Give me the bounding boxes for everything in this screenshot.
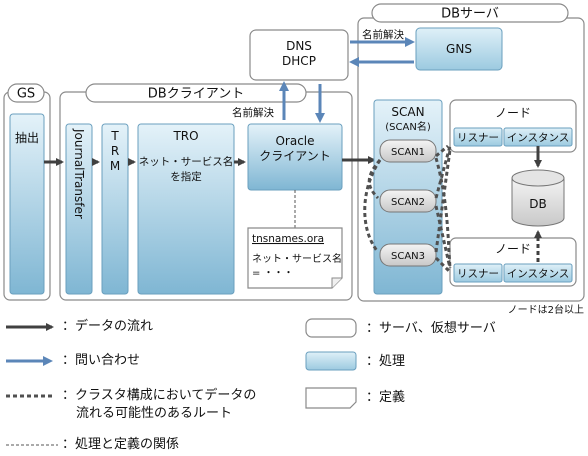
scan-item-2: SCAN2 (391, 197, 425, 208)
gns-box: GNS (415, 27, 503, 71)
gns-label: GNS (446, 42, 472, 56)
scan-item-1: SCAN1 (391, 147, 425, 158)
node-1-title: ノード (495, 106, 531, 120)
scan-subtitle: (SCAN名) (385, 120, 431, 133)
dhcp-label: DHCP (282, 54, 316, 68)
node-2-instance: インスタンス (507, 268, 570, 280)
tro-line1: ネット・サービス名 (139, 155, 234, 168)
trm-letter-3: M (110, 159, 120, 173)
oracle-line2: クライアント (259, 149, 331, 163)
legend-relation-label: ：処理と定義の関係 (62, 437, 180, 452)
db-server-title: DBサーバ (441, 7, 499, 22)
data-flow-arrows-client (44, 156, 376, 166)
trm-letter-1: T (110, 129, 119, 143)
legend-process-label: ：処理 (366, 354, 406, 369)
tro-title: TRO (172, 129, 198, 143)
legend-definition-label: ：定義 (366, 390, 406, 405)
query-arrows-oracle-dns (279, 81, 325, 123)
dns-label: DNS (286, 39, 312, 53)
legend-route-label-1: ：クラスタ構成においてデータの (62, 388, 257, 403)
gs-container: GS 抽出 (3, 83, 51, 301)
oracle-client-box: Oracle クライアント (247, 123, 343, 191)
legend-query-label: ：問い合わせ (62, 353, 141, 368)
legend-data-flow-label: ：データの流れ (62, 319, 154, 334)
oracle-line1: Oracle (275, 134, 314, 148)
tnsnames-title: tnsnames.ora (252, 233, 324, 245)
db-client-title: DBクライアント (148, 87, 244, 102)
db-cylinder: DB (511, 169, 565, 227)
db-label: DB (529, 197, 546, 211)
extract-label: 抽出 (15, 131, 39, 145)
query-label-top: 名前解決 (362, 28, 404, 41)
node-count-note: ノードは2台以上 (508, 303, 584, 316)
trm-letter-2: R (111, 144, 119, 158)
node-1: ノード リスナー インスタンス (449, 99, 577, 153)
tnsnames-line1: ネット・サービス名 (252, 252, 342, 265)
scan-title: SCAN (391, 105, 424, 119)
tro-box: TRO ネット・サービス名 を指定 (137, 123, 235, 295)
node-2-title: ノード (495, 242, 531, 256)
query-label-mid: 名前解決 (232, 106, 274, 119)
legend-server-label: ：サーバ、仮想サーバ (366, 321, 496, 336)
legend-server-symbol (305, 318, 357, 338)
legend-route-label-2: 流れる可能性のあるルート (76, 406, 233, 421)
node-2-listener: リスナー (457, 268, 499, 280)
gs-title: GS (17, 87, 35, 102)
scan-box: SCAN (SCAN名) SCAN1 SCAN2 SCAN3 (373, 99, 443, 295)
node-1-instance: インスタンス (507, 132, 570, 144)
legend-process-symbol (305, 351, 357, 371)
tnsnames-line2: = ・・・ (252, 268, 294, 279)
trm-box: T R M (101, 123, 129, 295)
journal-transfer-box: JournalTransfer (65, 123, 93, 295)
tro-line2: を指定 (170, 170, 202, 183)
node-2: ノード リスナー インスタンス (449, 237, 577, 287)
dns-dhcp-box: DNS DHCP (249, 29, 349, 81)
scan-item-3: SCAN3 (391, 251, 425, 262)
node-1-listener: リスナー (457, 132, 499, 144)
possible-routes (363, 144, 452, 274)
legend-definition-symbol (305, 387, 357, 409)
tnsnames-file: tnsnames.ora ネット・サービス名 = ・・・ (247, 227, 343, 289)
query-arrows-dns-gns (349, 37, 415, 67)
journal-transfer-label: JournalTransfer (72, 128, 86, 219)
